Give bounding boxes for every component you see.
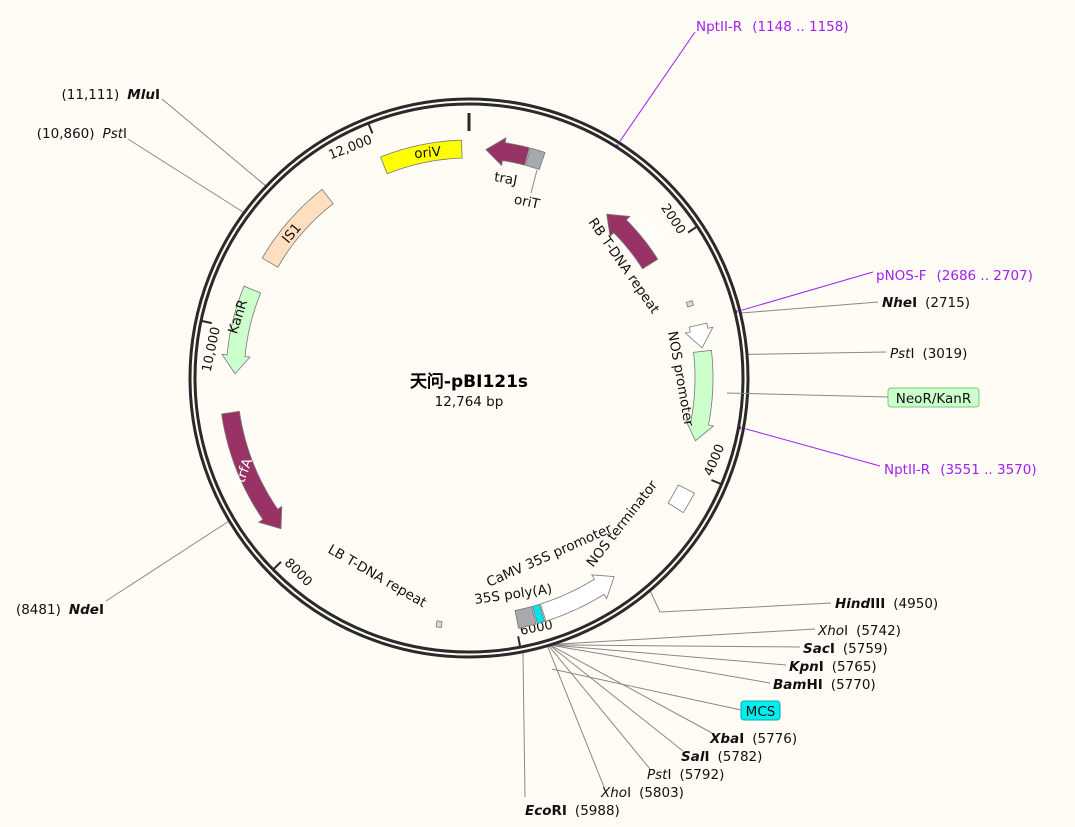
site-leader-line bbox=[522, 652, 526, 798]
feature-kanr[interactable] bbox=[221, 285, 262, 375]
primer-pNOS-F[interactable]: pNOS-F(2686 .. 2707) bbox=[876, 268, 1033, 284]
site-leader-line bbox=[105, 520, 229, 602]
site-SalI[interactable]: SalI(5782) bbox=[681, 749, 762, 765]
site-XhoI-5742[interactable]: XhoI(5742) bbox=[817, 623, 901, 639]
site-leader-line bbox=[550, 645, 684, 752]
tick-label: 10,000 bbox=[200, 326, 224, 374]
primer-labels: NptII-R(1148 .. 1158) pNOS-F(2686 .. 270… bbox=[696, 19, 1037, 478]
site-XhoI-5803[interactable]: XhoI(5803) bbox=[600, 785, 684, 801]
backbone-outer bbox=[188, 97, 750, 659]
mcs-box-line bbox=[551, 668, 742, 711]
site-leader-line bbox=[555, 628, 816, 645]
label-NOS-promoter[interactable]: NOS promoter bbox=[664, 330, 697, 428]
tick-mark bbox=[687, 226, 697, 234]
site-BamHI[interactable]: BamHI(5770) bbox=[773, 677, 876, 693]
mcs-box-label: MCS bbox=[746, 704, 776, 720]
label-oriT[interactable]: oriT bbox=[513, 192, 542, 213]
tick-mark bbox=[201, 320, 212, 325]
tick-mark bbox=[711, 479, 722, 485]
feature-mcs[interactable] bbox=[532, 603, 546, 625]
site-leader-line bbox=[547, 646, 605, 788]
feature-tetr[interactable] bbox=[606, 213, 659, 270]
feature-orit[interactable] bbox=[525, 147, 546, 171]
site-NheI[interactable]: NheI(2715) bbox=[882, 295, 970, 311]
tick-mark bbox=[367, 123, 374, 134]
feature-is1[interactable] bbox=[261, 188, 334, 268]
primer-leader-line bbox=[619, 31, 696, 142]
site-leader-line bbox=[747, 351, 887, 355]
label-NOS-terminator[interactable]: NOS terminator bbox=[584, 477, 662, 570]
feature-lb-t-dna-repeat[interactable] bbox=[435, 620, 443, 628]
site-SacI[interactable]: SacI(5759) bbox=[803, 641, 888, 657]
site-EcoRI[interactable]: EcoRI(5988) bbox=[525, 803, 620, 819]
feature-traj[interactable] bbox=[485, 137, 530, 167]
site-leader-line bbox=[551, 644, 771, 684]
site-leader-line bbox=[161, 98, 266, 187]
neo-box[interactable]: NeoR/KanR bbox=[887, 387, 980, 408]
site-leader-line bbox=[551, 645, 713, 734]
tick-mark bbox=[517, 636, 522, 647]
plasmid-length: 12,764 bp bbox=[435, 394, 504, 410]
site-leader-line bbox=[552, 644, 787, 666]
feature-rb-t-dna-repeat[interactable] bbox=[685, 299, 694, 308]
site-HindIII[interactable]: HindIII(4950) bbox=[835, 596, 938, 612]
site-PstI-3019[interactable]: PstI(3019) bbox=[890, 346, 967, 362]
plasmid-name: 天问-pBI121s bbox=[410, 371, 528, 392]
label-LB-T-DNA-repeat[interactable]: LB T-DNA repeat bbox=[325, 542, 429, 611]
site-MluI[interactable]: (11,111)MluI bbox=[62, 87, 161, 103]
mcs-box[interactable]: MCS bbox=[740, 700, 781, 721]
site-leader-line bbox=[548, 645, 651, 770]
tick-mark bbox=[273, 561, 282, 570]
tick-label: 12,000 bbox=[327, 133, 375, 164]
feature-nos-promoter[interactable] bbox=[684, 322, 714, 349]
feature-oriv[interactable] bbox=[379, 139, 463, 175]
oriT-leader bbox=[530, 169, 538, 194]
site-PstI-5792[interactable]: PstI(5792) bbox=[647, 767, 724, 783]
primer-NptII-R-1[interactable]: NptII-R(1148 .. 1158) bbox=[696, 19, 849, 35]
site-XbaI[interactable]: XbaI(5776) bbox=[709, 731, 797, 747]
site-leader-line bbox=[553, 644, 801, 648]
tick-label: 4000 bbox=[702, 442, 729, 478]
neo-box-line bbox=[726, 392, 889, 398]
primer-leader-line bbox=[745, 428, 881, 467]
feature-neor-kanr[interactable] bbox=[685, 349, 715, 442]
site-leader-line bbox=[649, 591, 832, 613]
primer-NptII-R-2[interactable]: NptII-R(3551 .. 3570) bbox=[884, 462, 1037, 478]
site-leader-line bbox=[741, 301, 879, 314]
features bbox=[221, 137, 715, 629]
feature-nos-terminator[interactable] bbox=[667, 484, 695, 514]
restriction-sites: NheI(2715) PstI(3019) HindIII(4950) XhoI… bbox=[16, 87, 970, 819]
site-PstI-10860[interactable]: (10,860)PstI bbox=[37, 126, 127, 142]
backbone-inner bbox=[193, 102, 745, 654]
feature-trfa[interactable] bbox=[221, 410, 283, 530]
label-traJ[interactable]: traJ bbox=[493, 169, 519, 189]
neo-box-label: NeoR/KanR bbox=[896, 391, 971, 407]
site-NdeI[interactable]: (8481)NdeI bbox=[16, 602, 104, 618]
label-oriV[interactable]: oriV bbox=[414, 144, 443, 162]
site-KpnI[interactable]: KpnI(5765) bbox=[789, 659, 877, 675]
tick-label: 8000 bbox=[281, 556, 315, 590]
feature-35s-poly-a-[interactable] bbox=[514, 606, 537, 629]
feature-camv-35s-promoter[interactable] bbox=[539, 574, 615, 622]
site-leader-line bbox=[127, 138, 244, 213]
primer-leader-line bbox=[741, 271, 874, 311]
